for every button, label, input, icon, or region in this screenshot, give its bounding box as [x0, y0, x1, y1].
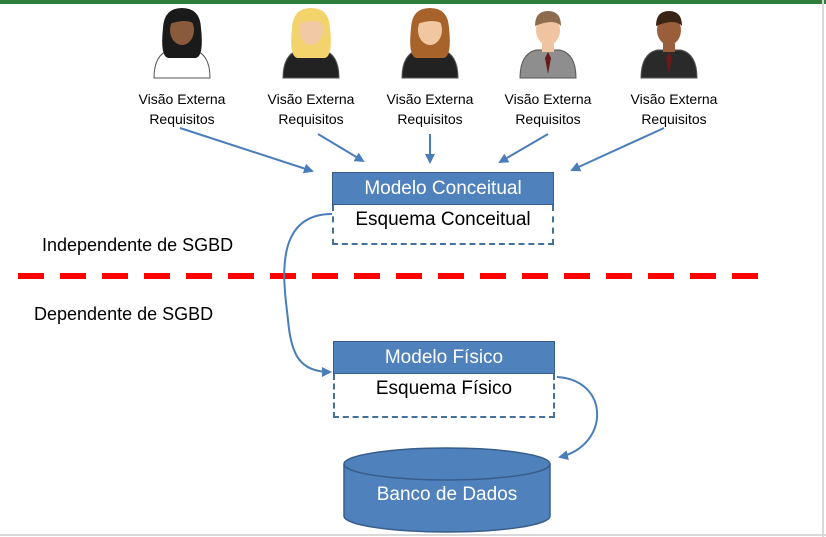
independent-label: Independente de SGBD: [42, 235, 234, 255]
view-label: Visão Externa: [630, 91, 718, 107]
view-label: Visão Externa: [386, 91, 474, 107]
dependent-label: Dependente de SGBD: [34, 304, 214, 324]
requirements-label: Requisitos: [397, 111, 463, 127]
person-label-3: Visão Externa Requisitos: [370, 89, 490, 129]
person-label-5: Visão Externa Requisitos: [614, 89, 734, 129]
right-border: [822, 0, 824, 537]
person-label-4: Visão Externa Requisitos: [488, 89, 608, 129]
arrow-person-5-to-conceptual: [570, 127, 665, 172]
physical-model-box: Modelo Físico: [333, 341, 555, 374]
database-label: Banco de Dados: [376, 484, 518, 505]
conceptual-schema-box: Esquema Conceitual: [332, 205, 554, 245]
bottom-border: [0, 534, 826, 536]
requirements-label: Requisitos: [641, 111, 707, 127]
arrow-person-1-to-conceptual: [179, 127, 314, 174]
person-icon-man-light: [519, 11, 577, 79]
arrow-person-2-to-conceptual: [317, 133, 365, 163]
arrow-physical-to-database: [556, 376, 599, 460]
top-bar: [0, 0, 826, 4]
person-icon-woman-brunette: [401, 8, 459, 79]
view-label: Visão Externa: [267, 91, 355, 107]
requirements-label: Requisitos: [278, 111, 344, 127]
requirements-label: Requisitos: [515, 111, 581, 127]
arrow-conceptual-to-physical: [283, 213, 333, 377]
view-label: Visão Externa: [138, 91, 226, 107]
database-cylinder: [343, 447, 551, 533]
physical-schema-box: Esquema Físico: [333, 374, 555, 418]
conceptual-model-box: Modelo Conceitual: [332, 172, 554, 205]
person-label-2: Visão Externa Requisitos: [251, 89, 371, 129]
view-label: Visão Externa: [504, 91, 592, 107]
person-icon-woman-blonde: [282, 8, 340, 79]
person-icon-woman-dark: [153, 8, 211, 79]
requirements-label: Requisitos: [149, 111, 215, 127]
arrow-person-4-to-conceptual: [498, 133, 549, 164]
person-label-1: Visão Externa Requisitos: [122, 89, 242, 129]
person-icon-man-dark: [640, 11, 698, 79]
